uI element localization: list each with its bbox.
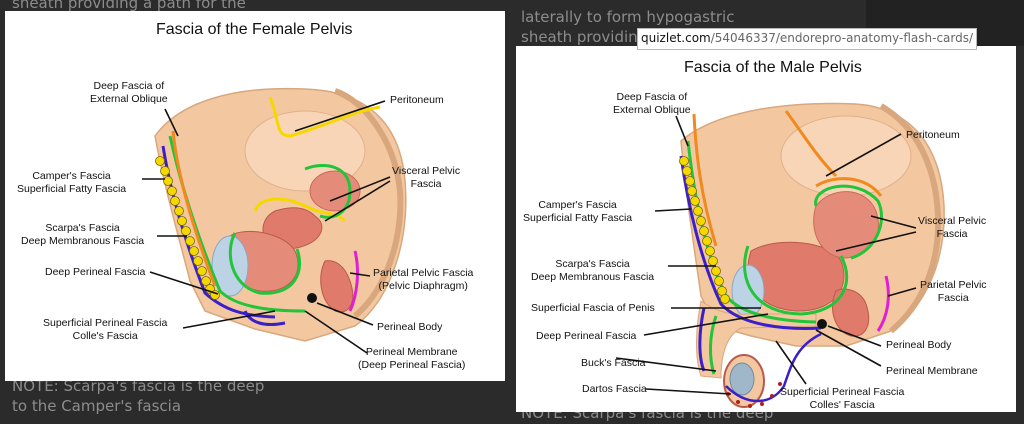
male-anatomy-drawing — [615, 102, 945, 408]
male-pelvis-image[interactable]: Fascia of the Male Pelvis Deep Fascia of… — [516, 46, 1016, 412]
male-label-deep-fascia: Deep Fascia of External Oblique — [613, 91, 691, 116]
male-label-visceral: Visceral Pelvic Fascia — [918, 215, 987, 240]
female-label-perineal-body: Perineal Body — [377, 321, 443, 333]
url-tooltip[interactable]: quizlet.com/54046337/endorepro-anatomy-f… — [637, 28, 978, 50]
female-label-peritoneum: Peritoneum — [390, 94, 444, 106]
female-label-superficial-perineal: Superficial Perineal Fascia Colle's Fasc… — [43, 317, 168, 342]
male-label-peritoneum: Peritoneum — [906, 129, 960, 141]
female-title: Fascia of the Female Pelvis — [156, 21, 353, 38]
female-label-parietal: Parietal Pelvic Fascia (Pelvic Diaphragm… — [373, 267, 474, 292]
male-label-superficial-penis: Superficial Fascia of Penis — [531, 302, 655, 314]
female-label-visceral: Visceral Pelvic Fascia — [392, 165, 461, 190]
url-path: /54046337/endorepro-anatomy-flash-cards/ — [710, 31, 974, 45]
male-label-campers: Camper's Fascia Superficial Fatty Fascia — [523, 199, 633, 224]
female-label-campers: Camper's Fascia Superficial Fatty Fascia — [17, 170, 127, 195]
female-label-deep-perineal: Deep Perineal Fascia — [45, 266, 146, 278]
bg-text-left-bottom-1: NOTE: Scarpa's fascia is the deep — [12, 377, 265, 395]
male-label-perineal-membrane: Perineal Membrane — [886, 365, 978, 377]
male-title: Fascia of the Male Pelvis — [684, 59, 862, 76]
female-label-scarpas: Scarpa's Fascia Deep Membranous Fascia — [21, 222, 145, 247]
male-label-parietal: Parietal Pelvic Fascia — [920, 279, 987, 304]
url-domain: quizlet.com — [641, 31, 711, 45]
male-label-bucks: Buck's Fascia — [581, 357, 646, 369]
bg-text-right-top-2: sheath providin — [521, 28, 638, 46]
male-label-dartos: Dartos Fascia — [582, 383, 647, 395]
bg-text-left-top: sheath providing a path for the — [12, 0, 246, 12]
female-pelvis-image[interactable]: Fascia of the Female Pelvis Deep Fascia … — [5, 11, 505, 381]
male-label-perineal-body: Perineal Body — [886, 339, 952, 351]
bg-text-left-bottom-2: to the Camper's fascia — [12, 397, 182, 415]
female-anatomy-drawing — [142, 87, 407, 354]
bg-text-right-top-1: laterally to form hypogastric — [521, 8, 735, 26]
female-label-deep-fascia: Deep Fascia of External Oblique — [90, 80, 168, 105]
male-label-deep-perineal: Deep Perineal Fascia — [536, 330, 637, 342]
male-label-scarpas: Scarpa's Fascia Deep Membranous Fascia — [531, 258, 655, 283]
female-label-perineal-membrane: Perineal Membrane (Deep Perineal Fascia) — [358, 346, 466, 371]
male-label-superficial-perineal: Superficial Perineal Fascia Colles' Fasc… — [780, 386, 905, 411]
